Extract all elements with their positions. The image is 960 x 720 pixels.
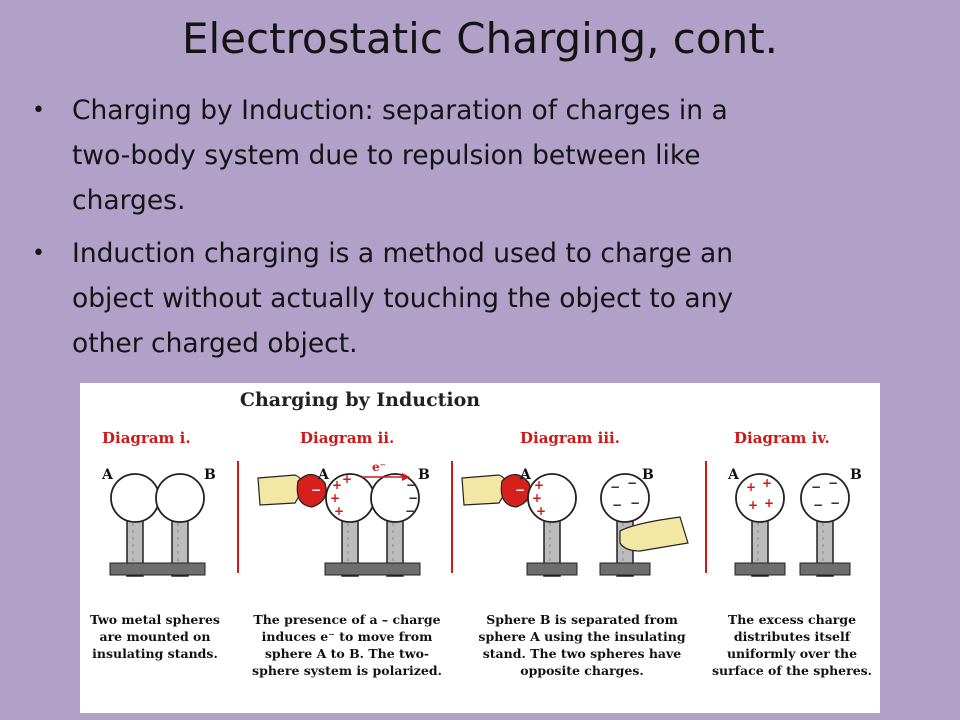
caption-line: distributes itself <box>733 629 851 644</box>
panel-label-diagram-i: Diagram i. <box>102 429 191 447</box>
diagram-iv-art: ++++ −−−− <box>734 473 851 577</box>
caption-line: uniformly over the <box>726 646 858 661</box>
caption-line: Sphere B is separated from <box>486 612 678 627</box>
caption-line: opposite charges. <box>520 663 644 678</box>
charged-rod-icon <box>296 473 327 508</box>
hand-icon <box>619 516 689 552</box>
bullet-dot-icon: • <box>32 241 45 266</box>
svg-text:+: + <box>334 504 344 518</box>
caption-line: sphere A to B. The two- <box>264 646 430 661</box>
sphere-b-label: B <box>642 467 654 483</box>
caption-line: stand. The two spheres have <box>482 646 682 661</box>
induction-diagram-figure: − +++ + −−− − +++ <box>80 383 880 713</box>
svg-text:−: − <box>612 498 622 512</box>
bullet-line: two-body system due to repulsion between… <box>72 140 701 171</box>
caption-diagram-iii: Sphere B is separated from sphere A usin… <box>464 611 700 679</box>
svg-text:−: − <box>408 491 418 505</box>
figure-title: Charging by Induction <box>239 389 481 411</box>
bullet-list: • Charging by Induction: separation of c… <box>30 88 910 374</box>
hand-icon <box>257 474 304 506</box>
svg-text:−: − <box>610 480 620 494</box>
caption-diagram-i: Two metal spheres are mounted on insulat… <box>80 611 230 662</box>
bullet-line: charges. <box>72 185 186 216</box>
svg-text:+: + <box>764 496 774 510</box>
svg-text:−: − <box>627 476 637 490</box>
caption-line: surface of the spheres. <box>711 663 873 678</box>
caption-line: The presence of a – charge <box>253 612 441 627</box>
diagram-i-art <box>109 473 206 577</box>
svg-text:+: + <box>536 504 546 518</box>
electron-label: e⁻ <box>372 460 386 474</box>
svg-text:+: + <box>748 498 758 512</box>
svg-text:−: − <box>406 478 416 492</box>
hand-icon <box>461 474 508 506</box>
sphere-a-label: A <box>101 467 114 483</box>
caption-line: are mounted on <box>99 629 211 644</box>
sphere-b-label: B <box>418 467 430 483</box>
svg-text:−: − <box>311 483 321 497</box>
svg-text:+: + <box>534 478 544 492</box>
bullet-item-induction-method: • Induction charging is a method used to… <box>30 231 910 366</box>
caption-line: insulating stands. <box>92 646 218 661</box>
caption-line: induces e⁻ to move from <box>261 629 433 644</box>
bullet-line: other charged object. <box>72 328 358 359</box>
svg-text:−: − <box>630 496 640 510</box>
svg-text:−: − <box>830 496 840 510</box>
svg-text:−: − <box>813 498 823 512</box>
caption-line: sphere A using the insulating <box>478 629 686 644</box>
diagram-ii-art: − +++ + −−− <box>257 472 421 577</box>
slide-title: Electrostatic Charging, cont. <box>181 14 779 63</box>
svg-text:+: + <box>330 491 340 505</box>
caption-line: Two metal spheres <box>90 612 220 627</box>
sphere-b-label: B <box>850 467 862 483</box>
diagram-iii-art: − +++ −−−− <box>461 473 689 577</box>
svg-text:−: − <box>828 476 838 490</box>
sphere-a-label: A <box>727 467 740 483</box>
caption-line: The excess charge <box>727 612 857 627</box>
svg-text:+: + <box>332 478 342 492</box>
panel-label-diagram-ii: Diagram ii. <box>300 429 395 447</box>
bullet-line: Charging by Induction: separation of cha… <box>72 95 728 126</box>
bullet-line: Induction charging is a method used to c… <box>72 238 734 269</box>
bullet-line: object without actually touching the obj… <box>72 283 734 314</box>
induction-diagram-art: − +++ + −−− − +++ <box>101 460 862 577</box>
svg-text:+: + <box>762 476 772 490</box>
sphere-a-label: A <box>519 467 532 483</box>
caption-diagram-iv: The excess charge distributes itself uni… <box>704 611 880 679</box>
caption-diagram-ii: The presence of a – charge induces e⁻ to… <box>236 611 458 679</box>
caption-line: sphere system is polarized. <box>252 663 442 678</box>
sphere-b-label: B <box>204 467 216 483</box>
panel-label-diagram-iv: Diagram iv. <box>734 429 830 447</box>
sphere-a-label: A <box>317 467 330 483</box>
svg-text:−: − <box>515 483 525 497</box>
svg-text:+: + <box>746 480 756 494</box>
bullet-item-induction-definition: • Charging by Induction: separation of c… <box>30 88 910 223</box>
svg-text:−: − <box>405 504 415 518</box>
svg-text:+: + <box>342 472 352 486</box>
svg-text:−: − <box>811 480 821 494</box>
bullet-dot-icon: • <box>32 98 45 123</box>
svg-text:+: + <box>532 491 542 505</box>
panel-label-diagram-iii: Diagram iii. <box>520 429 620 447</box>
